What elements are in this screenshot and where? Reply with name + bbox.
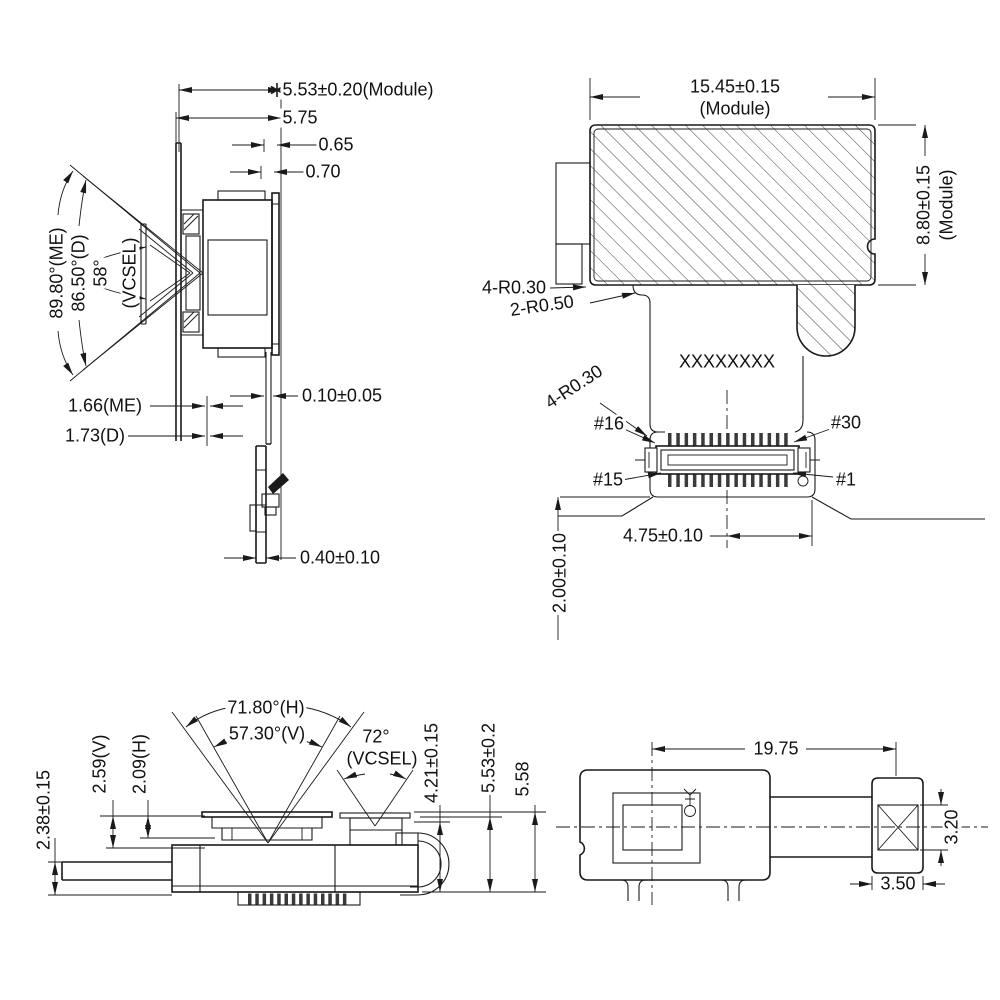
dim-width-module: (Module): [697, 98, 773, 119]
end-pad-outline: [871, 777, 924, 874]
top-view-linework: [549, 78, 985, 640]
vcsel-window: [140, 223, 147, 325]
dim-0-10-label: 0.10±0.05: [300, 385, 384, 406]
front-connector: [237, 891, 361, 906]
module-tab-hatched: [796, 285, 856, 357]
dim-length-label: 19.75: [751, 738, 801, 759]
front-view-linework: [48, 705, 546, 906]
angle-me-label: 89.80°(ME): [46, 225, 67, 321]
dim-pad-w-label: 3.50: [878, 873, 918, 894]
module-housing: [202, 199, 273, 349]
dim-4-21-label: 4.21±0.15: [421, 721, 442, 805]
dim-2-09-label: 2.09(H): [129, 731, 150, 797]
angle-vcsel-name: (VCSEL): [119, 235, 140, 311]
pin1-marker: [683, 788, 697, 817]
dim-5-58-label: 5.58: [512, 759, 533, 799]
dim-5-75-label: 5.75: [280, 107, 320, 128]
vcsel-top-plate: [339, 812, 411, 819]
board-connector: [644, 433, 811, 487]
side-dimension-lines: [128, 83, 318, 561]
side-fov-cones: [69, 164, 204, 382]
front-module-body: [61, 811, 450, 906]
angle-v-label: 57.30°(V): [226, 723, 308, 744]
flex-component: [268, 473, 289, 494]
dim-2-38-label: 2.38±0.15: [33, 768, 54, 852]
dim-5-53-label: 5.53±0.2: [478, 721, 499, 795]
dim-connector-label: 4.75±0.10: [621, 525, 705, 546]
side-view-linework: [57, 83, 318, 564]
lens-top-plate: [201, 811, 333, 818]
bottom-body-outline: [579, 769, 771, 881]
dim-height-module: (Module): [936, 167, 957, 243]
front-fov-cones: [171, 711, 414, 844]
dim-0-70-label: 0.70: [303, 161, 343, 182]
dim-0-40-label: 0.40±0.10: [298, 547, 382, 568]
pin-30-label: #30: [828, 412, 864, 433]
angle-vcsel-front-label: 72°: [360, 726, 392, 747]
radius-corners-label: 4-R0.30: [479, 277, 549, 298]
part-marking-label: XXXXXXXX: [676, 351, 778, 372]
pin-16-label: #16: [591, 413, 627, 434]
dim-depth-label: 2.00±0.10: [549, 531, 570, 615]
dim-module-thickness-label: 5.53±0.20(Module): [280, 79, 436, 100]
dim-pad-h-label: 3.20: [941, 807, 962, 847]
dim-width-value: 15.45±0.15: [688, 76, 782, 97]
angle-vcsel-label: 58°: [90, 257, 111, 289]
dim-0-65-label: 0.65: [316, 134, 356, 155]
pin-15-label: #15: [590, 469, 626, 490]
dim-1-66-label: 1.66(ME): [65, 395, 145, 416]
flex-loop: [417, 832, 450, 896]
pin-1-label: #1: [833, 469, 859, 490]
angle-d-label: 86.50°(D): [68, 232, 89, 314]
flex-tail: [249, 352, 289, 564]
dim-height-value: 8.80±0.15: [913, 163, 934, 247]
module-top-hatched: [589, 124, 876, 286]
dim-2-59-label: 2.59(V): [89, 732, 110, 796]
bottom-view-linework: [556, 742, 988, 905]
dim-1-73-label: 1.73(D): [62, 425, 128, 446]
angle-vcsel-front-name: (VCSEL): [344, 748, 420, 769]
fiducial-mark: [797, 475, 809, 487]
angle-h-label: 71.80°(H): [225, 697, 307, 718]
